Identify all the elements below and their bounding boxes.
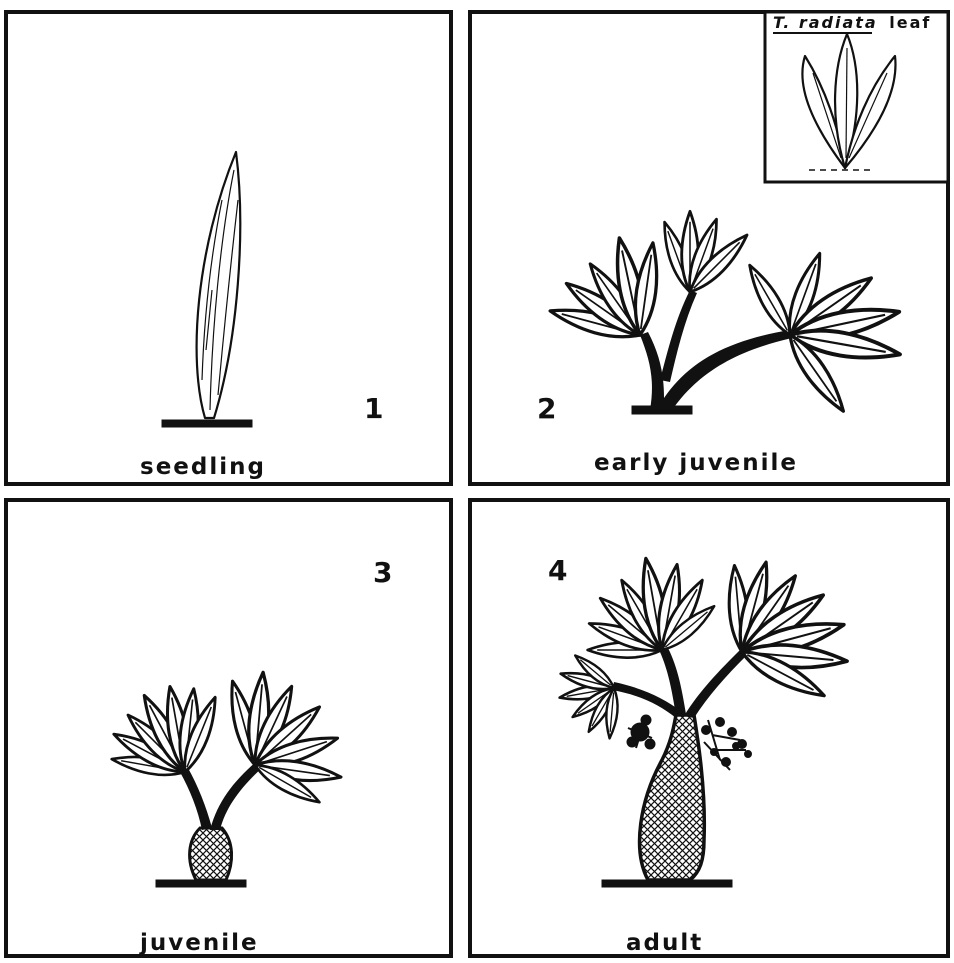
adult-drawing [559, 557, 848, 887]
panel-1-number: 1 [364, 392, 383, 425]
inset-species: T. radiata [773, 13, 878, 32]
early-juvenile-drawing [548, 211, 902, 416]
panel-juvenile: 3 juvenile [110, 556, 393, 956]
juvenile-drawing [110, 672, 342, 887]
panel-early-juvenile: 2 early juvenile T. radiata leaf [537, 12, 948, 476]
leaf-inset: T. radiata leaf [765, 12, 948, 182]
panel-2-number: 2 [537, 392, 556, 425]
inset-suffix: leaf [889, 13, 931, 32]
panel-1-label: seedling [140, 454, 266, 480]
panel-seedling: 1 seedling [140, 152, 383, 480]
panel-4-number: 4 [548, 554, 567, 587]
flower-cluster-left [627, 715, 655, 749]
panel-3-label: juvenile [139, 930, 259, 956]
svg-text:T. radiata leaf: T. radiata leaf [773, 13, 931, 32]
panel-3-number: 3 [373, 556, 392, 589]
panel-adult: 4 adult [548, 554, 848, 956]
panel-2-label: early juvenile [594, 450, 798, 476]
panel-4-label: adult [626, 930, 703, 956]
flower-cluster-right [702, 718, 751, 770]
seedling-drawing [162, 152, 252, 427]
